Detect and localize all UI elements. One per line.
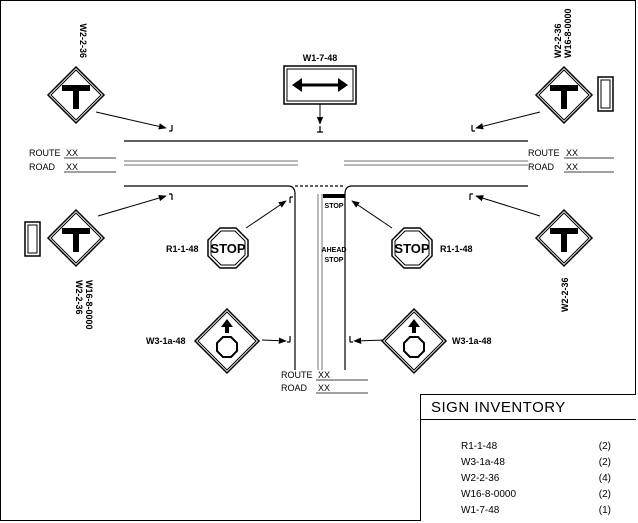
inventory-qty: (2) [598, 457, 611, 468]
pavement-ahead-marking: AHEAD [322, 247, 347, 254]
leader-arrows [95, 104, 541, 344]
svg-text:ROUTE: ROUTE [281, 370, 313, 380]
stop-sign-left: STOP [207, 227, 249, 269]
inventory-code: R1-1-48 [461, 441, 498, 452]
up-arrow-icon [221, 319, 233, 333]
svg-text:XX: XX [318, 370, 330, 380]
octagon-icon [216, 336, 238, 358]
svg-text:ROAD: ROAD [528, 162, 555, 172]
t-intersection-sign-bottom-right [534, 208, 594, 268]
inventory-divider [421, 419, 636, 420]
octagon-icon [403, 336, 425, 358]
r1-1-label-right: R1-1-48 [440, 244, 473, 254]
inventory-qty: (1) [598, 505, 611, 516]
svg-text:ROUTE: ROUTE [29, 148, 61, 158]
stop-ahead-sign-right [380, 307, 448, 375]
inventory-title: SIGN INVENTORY [431, 399, 566, 416]
route-road-label-left: ROUTE XX ROAD XX [29, 148, 116, 173]
t-intersection-sign-top-left [46, 65, 106, 125]
inventory-code: W2-2-36 [461, 473, 500, 484]
stop-sign-text: STOP [394, 241, 429, 256]
w16-8-label-bottom-left: W16-8-0000 [84, 280, 94, 330]
svg-text:XX: XX [566, 162, 578, 172]
svg-text:XX: XX [318, 383, 330, 393]
w3-1a-label-left: W3-1a-48 [146, 336, 186, 346]
inventory-code: W16-8-0000 [461, 489, 517, 500]
sign-post-ticks [169, 125, 475, 343]
t-intersection-sign-top-right [534, 65, 594, 125]
w2-2-label-bottom-left: W2-2-36 [74, 280, 84, 315]
w16-8-label-top-right: W16-8-0000 [563, 8, 573, 58]
w16-8-plaque-right [597, 76, 614, 112]
svg-text:ROAD: ROAD [281, 383, 308, 393]
sign-inventory-table: SIGN INVENTORY R1-1-48 (2) W3-1a-48 (2) … [420, 394, 636, 521]
stop-ahead-sign-left [193, 307, 261, 375]
inventory-qty: (2) [598, 489, 611, 500]
w2-2-label-top-left: W2-2-36 [78, 23, 88, 58]
w16-8-plaque-left [24, 221, 41, 257]
route-road-label-bottom: ROUTE XX ROAD XX [281, 370, 368, 394]
pavement-stop-marking: STOP [325, 203, 344, 210]
r1-1-label-left: R1-1-48 [166, 244, 199, 254]
stop-sign-right: STOP [391, 227, 433, 269]
w1-7-label: W1-7-48 [303, 53, 338, 63]
svg-text:XX: XX [66, 148, 78, 158]
svg-text:XX: XX [66, 162, 78, 172]
up-arrow-icon [408, 319, 420, 333]
svg-text:ROAD: ROAD [29, 162, 56, 172]
svg-text:XX: XX [566, 148, 578, 158]
pavement-stop-ahead-marking: STOP [325, 257, 344, 264]
side-road [287, 185, 353, 370]
w2-2-label-top-right: W2-2-36 [553, 23, 563, 58]
t-intersection-sign-bottom-left [46, 208, 106, 268]
main-road [124, 140, 528, 187]
stop-sign-text: STOP [210, 241, 245, 256]
svg-text:ROUTE: ROUTE [528, 148, 560, 158]
w2-2-label-bottom-right: W2-2-36 [560, 277, 570, 312]
inventory-code: W1-7-48 [461, 505, 500, 516]
route-road-label-right: ROUTE XX ROAD XX [528, 148, 614, 173]
w3-1a-label-right: W3-1a-48 [452, 336, 492, 346]
inventory-code: W3-1a-48 [461, 457, 505, 468]
inventory-qty: (2) [598, 441, 611, 452]
w1-7-sign [283, 65, 357, 105]
inventory-qty: (4) [598, 473, 611, 484]
